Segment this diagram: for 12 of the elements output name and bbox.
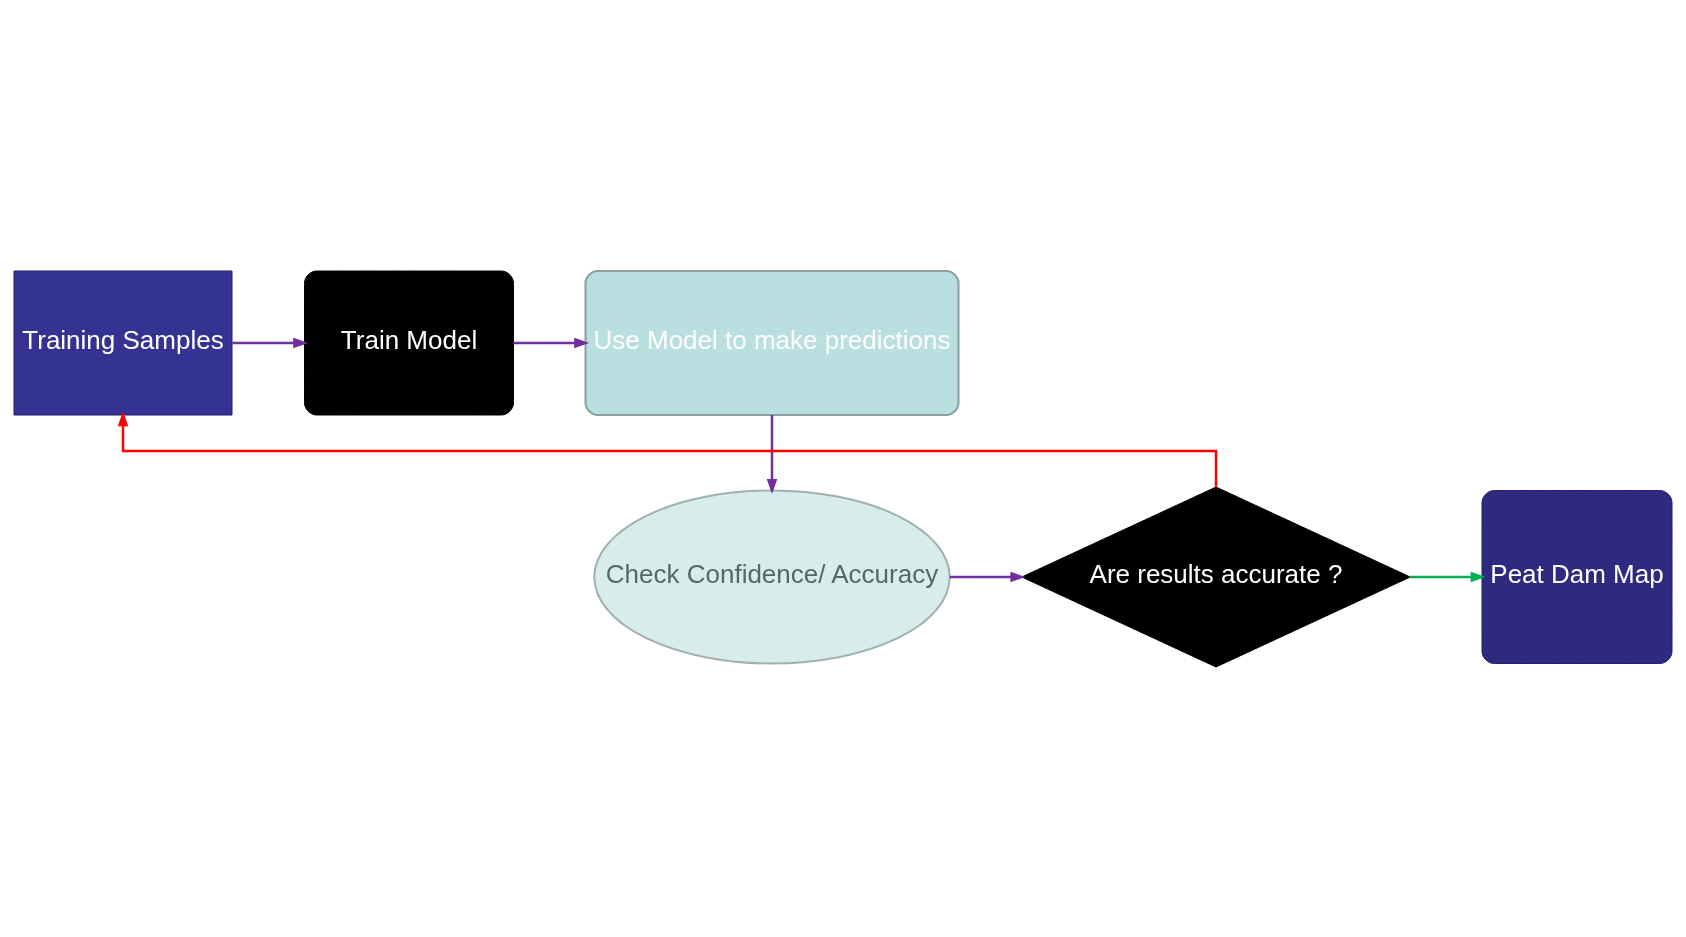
node-box: Peat Dam Map [1481,489,1673,664]
arrow [949,571,1026,582]
node-box: Train Model [304,270,514,415]
arrow [766,414,778,494]
node-diamond: Are results accurate ? [1021,486,1411,667]
node-ellipse: Check Confidence/ Accuracy [593,489,951,664]
node-box: Use Model to make predictions [584,269,960,416]
arrow [232,337,309,348]
arrow [1410,571,1486,582]
node-box: Training Samples [13,270,233,415]
arrow [117,410,1218,487]
arrow [513,337,590,348]
